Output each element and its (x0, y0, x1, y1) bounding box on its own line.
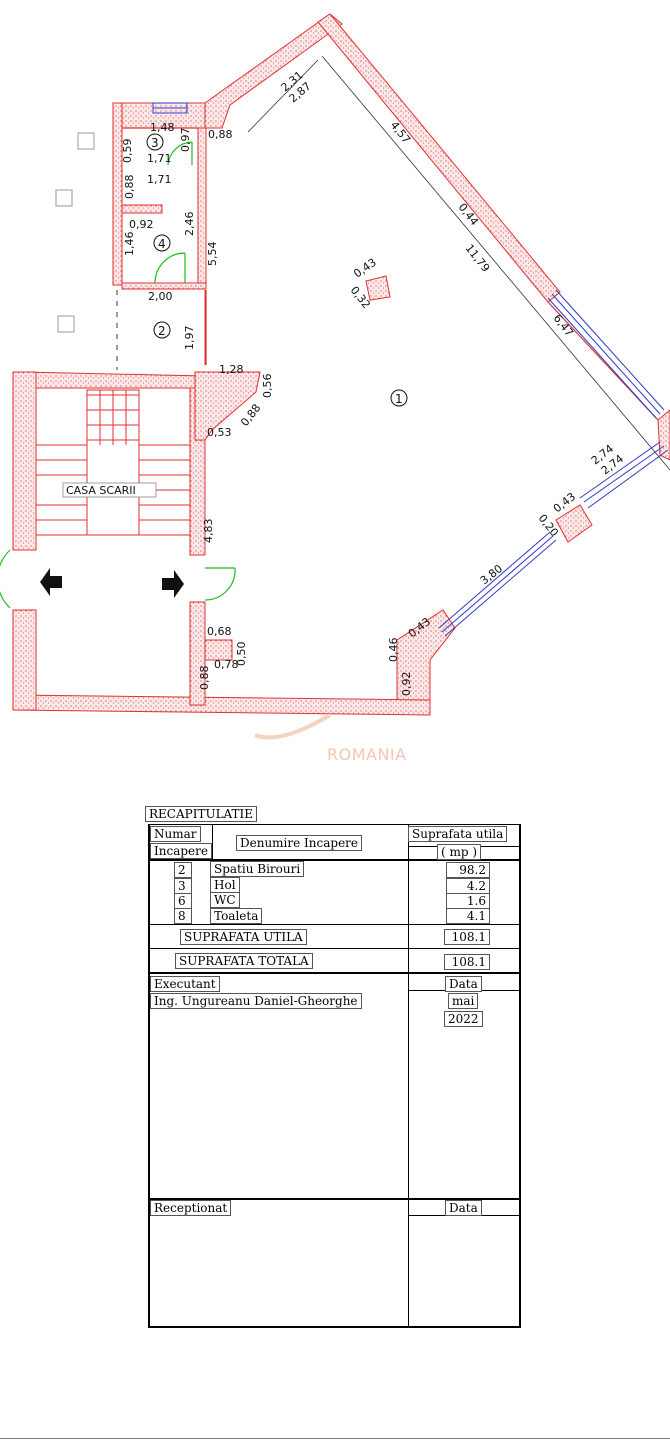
row-area: 4.1 (446, 908, 490, 924)
receptionat-label: Receptionat (150, 1200, 232, 1216)
wall-upper-right (197, 127, 207, 286)
entrance-arrows (40, 568, 184, 598)
row-area: 98.2 (446, 862, 490, 878)
row-name: WC (210, 892, 240, 908)
stair-label: CASA SCARII (66, 484, 136, 497)
dim-text: 1,71 (147, 152, 172, 165)
header-num-1: Numar (150, 826, 201, 842)
page-divider (0, 1438, 670, 1439)
dim-text: 0,92 (400, 672, 413, 697)
floor-plan: 1 2 3 4 CASA SCARII 2,31 2,87 4,57 0,44 … (0, 13, 670, 740)
dim-text: 1,28 (219, 363, 244, 376)
useful-area-value: 108.1 (444, 929, 490, 945)
row-num: 8 (174, 908, 192, 924)
markers (55, 132, 95, 333)
dim-text: 0,88 (123, 175, 136, 200)
wall-column-stair (194, 371, 261, 441)
total-area-value: 108.1 (444, 954, 490, 970)
row-num: 2 (174, 862, 192, 878)
wall-inner-mid (121, 204, 163, 214)
header-name: Denumire Incapere (236, 835, 363, 851)
watermark-logo (254, 713, 332, 740)
row-num: 3 (174, 878, 192, 894)
header-area-2: ( mp ) (437, 844, 482, 860)
executant-label: Executant (150, 976, 220, 992)
dim-text: 1,48 (150, 121, 175, 134)
wall-pier-bottom-left (204, 639, 233, 661)
dim-text: 0,46 (387, 638, 400, 663)
dim-text: 4,83 (202, 519, 215, 544)
wall-stair-top (21, 371, 206, 389)
row-area: 4.2 (446, 878, 490, 894)
row-name: Hol (210, 877, 240, 893)
header-num-2: Incapere (150, 843, 212, 859)
wall-bottom (12, 694, 431, 716)
wall-stair-right-low (189, 601, 206, 706)
dim-text: 1,71 (147, 173, 172, 186)
date-month: mai (448, 993, 479, 1009)
column-room1 (365, 275, 391, 301)
dim-text: 1,46 (123, 232, 136, 257)
dim-text: 0,88 (198, 666, 211, 691)
dim-text: 0,88 (208, 128, 233, 141)
executant-name: Ing. Ungureanu Daniel-Gheorghe (150, 993, 362, 1009)
dim-text: 3,80 (478, 562, 505, 587)
dim-text: 0,56 (261, 374, 274, 399)
dim-text: 1,97 (183, 326, 196, 351)
wall-diagonal-top (204, 13, 343, 129)
date-label: Data (445, 976, 482, 992)
dim-text: 0,20 (536, 512, 561, 539)
room-number-1: 1 (395, 392, 403, 406)
dim-text: 0,78 (214, 658, 239, 671)
wall-inner-low (121, 282, 207, 290)
stairs (36, 389, 190, 536)
watermark-text: ROMANIA (327, 745, 407, 764)
recap-title: RECAPITULATIE (145, 806, 258, 822)
wall-stair-left (12, 371, 37, 551)
room-number-3: 3 (151, 136, 159, 150)
dim-text: 11,79 (463, 242, 493, 275)
room-number-2: 2 (158, 324, 166, 338)
row-name: Spatiu Birouri (210, 861, 305, 877)
header-area-1: Suprafata utila (408, 826, 508, 842)
walls (12, 13, 670, 716)
dimension-lines (247, 55, 670, 471)
arrow-right-icon (162, 570, 184, 598)
dim-text: 0,59 (121, 139, 134, 164)
wall-upper-leftside (112, 102, 123, 286)
dim-text: 0,43 (351, 256, 379, 281)
date-year: 2022 (444, 1011, 483, 1027)
wall-stair-left-low (12, 609, 37, 711)
room-numbers: 1 2 3 4 (146, 133, 408, 407)
dim-text: 0,68 (207, 625, 232, 638)
windows (152, 102, 669, 637)
row-area: 1.6 (446, 893, 490, 909)
dim-text: 0,88 (238, 402, 263, 429)
useful-area-label: SUPRAFATA UTILA (180, 929, 307, 945)
dim-text: 0,97 (179, 128, 192, 153)
date-label-2: Data (445, 1200, 482, 1216)
row-name: Toaleta (210, 908, 263, 924)
dim-text: 2,46 (183, 212, 196, 237)
dim-text: 0,53 (207, 426, 232, 439)
arrow-left-icon (40, 568, 62, 596)
dim-text: 2,00 (148, 290, 173, 303)
room-number-4: 4 (158, 237, 166, 251)
wall-pier-mid (555, 504, 593, 543)
wall-diagonal-right (317, 13, 561, 303)
doors (0, 141, 236, 609)
dim-text: 0,50 (235, 642, 248, 667)
row-num: 6 (174, 893, 192, 909)
dim-text: 5,54 (206, 242, 219, 267)
total-area-label: SUPRAFATA TOTALA (175, 953, 313, 969)
dim-text: 0,92 (129, 218, 154, 231)
